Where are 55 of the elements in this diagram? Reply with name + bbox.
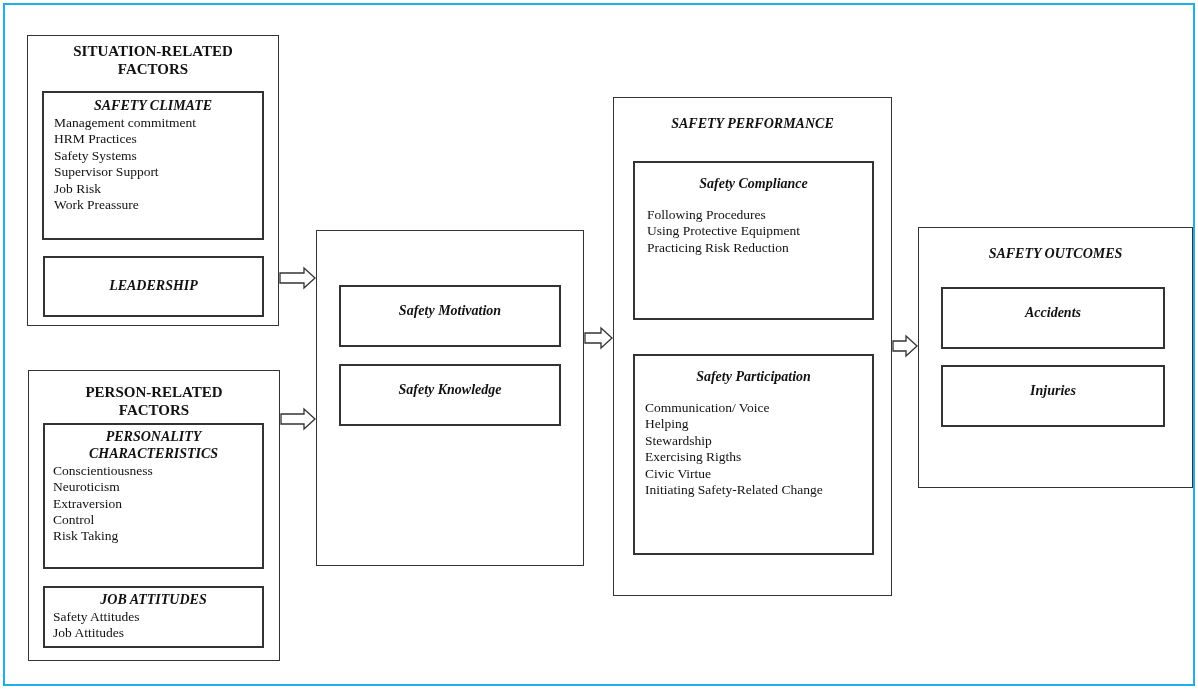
- factor-box: [43, 423, 264, 569]
- box-heading: PERSON-RELATED FACTORS: [84, 383, 224, 419]
- list-item: Safety Systems: [54, 147, 138, 165]
- block-arrow: [279, 266, 316, 290]
- box-heading: SITUATION-RELATED FACTORS: [72, 42, 234, 78]
- box-heading: PERSONALITY CHARACTERISTICS: [87, 429, 220, 463]
- block-arrow: [584, 326, 613, 350]
- container-box: [316, 230, 584, 566]
- block-arrow: [892, 334, 918, 358]
- factor-box: [43, 256, 264, 317]
- list-item: Practicing Risk Reduction: [647, 239, 790, 257]
- list-item: Control: [53, 512, 96, 529]
- list-item: Communication/ Voice: [645, 399, 771, 417]
- group-box: [28, 370, 280, 661]
- box-heading: Safety Compliance: [698, 176, 809, 193]
- factor-box: [42, 91, 264, 240]
- list-item: Extraversion: [53, 495, 123, 512]
- box-heading: Injuries: [1029, 383, 1077, 400]
- list-item: HRM Practices: [54, 131, 138, 148]
- list-item: Work Preassure: [54, 197, 140, 214]
- box-heading: Safety Participation: [695, 369, 812, 386]
- list-item: Helping: [645, 416, 690, 433]
- group-box: [918, 227, 1193, 488]
- list-item: Supervisor Support: [54, 164, 160, 181]
- box-heading: LEADERSHIP: [108, 278, 199, 295]
- list-item: Stewardship: [645, 432, 713, 450]
- list-item: Risk Taking: [53, 528, 120, 545]
- list-item: Safety Attitudes: [53, 608, 141, 626]
- list-item: Neuroticism: [53, 479, 121, 496]
- factor-box: [941, 287, 1165, 349]
- list-item: Job Risk: [54, 180, 102, 198]
- box-heading: SAFETY OUTCOMES: [987, 246, 1124, 263]
- list-item: Management commitment: [54, 114, 198, 132]
- factor-box: [941, 365, 1165, 427]
- box-heading: SAFETY PERFORMANCE: [670, 116, 835, 133]
- list-item: Job Attitudes: [53, 625, 125, 642]
- factor-box: [43, 586, 264, 648]
- list-item: Exercising Rigths: [645, 449, 743, 466]
- box-heading: Accidents: [1023, 305, 1082, 322]
- group-box: [613, 97, 892, 596]
- block-arrow: [280, 407, 316, 431]
- list-item: Conscientiousness: [53, 462, 154, 480]
- box-heading: Safety Motivation: [397, 303, 503, 320]
- box-heading: Safety Knowledge: [397, 382, 503, 399]
- list-item: Initiating Safety-Related Change: [645, 482, 824, 499]
- box-heading: SAFETY CLIMATE: [92, 98, 214, 115]
- factor-box: [633, 161, 874, 320]
- factor-box: [339, 285, 561, 347]
- list-item: Civic Virtue: [645, 465, 713, 483]
- group-box: [27, 35, 279, 326]
- factor-box: [633, 354, 874, 555]
- list-item: Using Protective Equipment: [647, 223, 801, 240]
- box-heading: JOB ATTITUDES: [99, 592, 208, 609]
- list-item: Following Procedures: [647, 206, 767, 224]
- factor-box: [339, 364, 561, 426]
